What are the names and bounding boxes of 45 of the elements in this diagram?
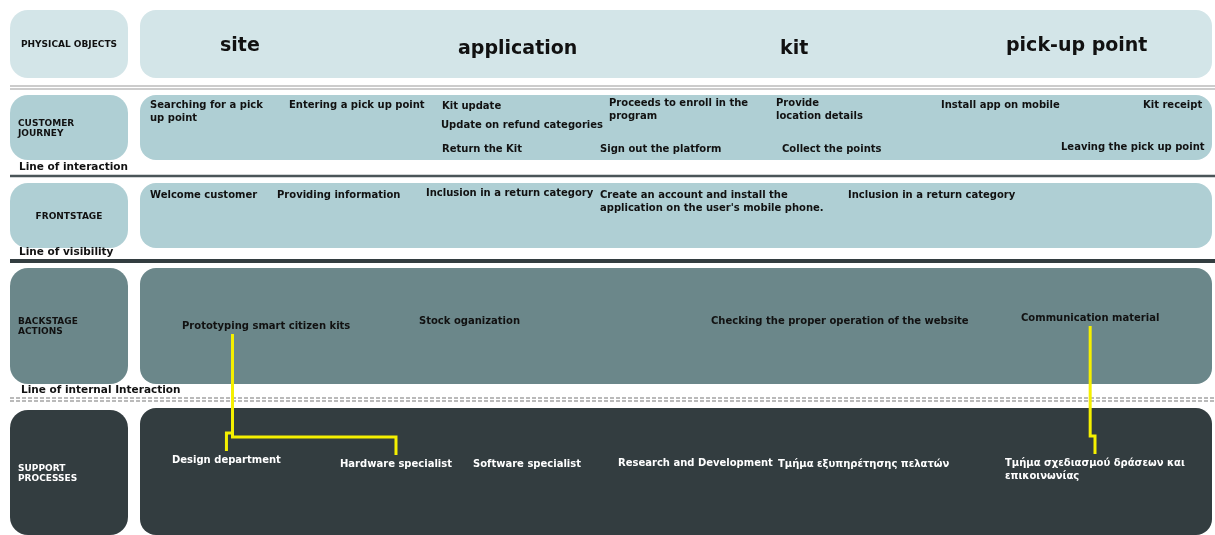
step-text: Stock oganization (419, 314, 520, 327)
step-text: Install app on mobile (941, 98, 1060, 111)
step-text: Kit update (442, 99, 502, 112)
step-text: Sign out the platform (600, 142, 722, 155)
step-text: Create an account and install the application on the user's mobile phone. (600, 188, 825, 214)
lane-band (140, 408, 1212, 535)
step-text: Welcome customer (150, 188, 258, 201)
step-text: Kit receipt (1143, 98, 1203, 111)
step-text: Software specialist (473, 457, 581, 470)
step-text: Prototyping smart citizen kits (182, 319, 351, 332)
step-text: Τμήμα εξυπηρέτησης πελατών (778, 457, 950, 470)
lane-header: BACKSTAGE ACTIONS (10, 268, 128, 384)
boundary-label: Line of interaction (19, 160, 128, 172)
object-label: site (220, 32, 260, 57)
boundary-label: Line of internal Interaction (21, 383, 181, 395)
step-text: Communication material (1021, 311, 1160, 324)
step-text: Τμήμα σχεδιασμού δράσεων και επικοινωνίας (1005, 456, 1185, 482)
object-label: pick-up point (1006, 32, 1148, 57)
object-label: kit (780, 35, 809, 60)
step-text: Update on refund categories (441, 118, 603, 131)
step-text: Return the Kit (442, 142, 523, 155)
lane-band (140, 10, 1212, 78)
lane-header: PHYSICAL OBJECTS (10, 10, 128, 78)
step-text: Inclusion in a return category (848, 188, 1016, 201)
step-text: Providing information (277, 188, 401, 201)
step-text: Checking the proper operation of the website (711, 314, 969, 327)
lane-header: FRONTSTAGE (10, 183, 128, 248)
lane-header: CUSTOMER JOURNEY (10, 95, 128, 160)
object-label: application (458, 35, 578, 60)
lane-header: SUPPORT PROCESSES (10, 410, 128, 535)
step-text: Inclusion in a return category (426, 186, 594, 199)
lane-band (140, 268, 1212, 384)
step-text: Leaving the pick up point (1061, 140, 1205, 153)
step-text: Collect the points (782, 142, 882, 155)
step-text: Research and Development (618, 456, 773, 469)
boundary-label: Line of visibility (19, 245, 114, 257)
step-text: Design department (172, 453, 281, 466)
step-text: Hardware specialist (340, 457, 452, 470)
step-text: Proceeds to enroll in the program (609, 96, 749, 122)
lane-band (140, 183, 1212, 248)
lane-band (140, 95, 1212, 160)
step-text: Entering a pick up point (289, 98, 425, 111)
step-text: Searching for a pick up point (150, 98, 264, 124)
step-text: Provide location details (776, 96, 864, 122)
connector-line (1088, 326, 1097, 454)
